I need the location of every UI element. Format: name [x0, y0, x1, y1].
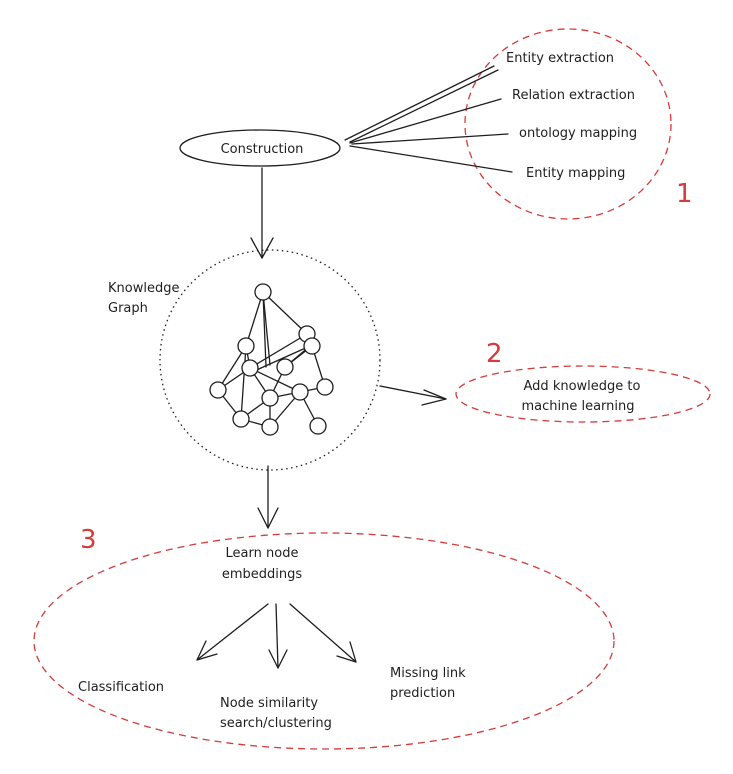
group3-similarity-line1: Node similarity	[220, 696, 318, 711]
arrow-graph-to-group2-head	[421, 389, 447, 406]
knowledge-graph-label-line2: Graph	[108, 301, 148, 316]
group1-item-relation-extraction: Relation extraction	[512, 88, 635, 103]
group3-center-line1: Learn node	[226, 546, 299, 561]
group2-number: 2	[486, 339, 503, 369]
group1-number: 1	[676, 179, 693, 209]
group3-missing-line1: Missing link	[390, 666, 466, 681]
graph-node	[309, 417, 327, 435]
group3-similarity-line2: search/clustering	[220, 716, 332, 731]
group3-number: 3	[80, 525, 97, 555]
knowledge-graph-nodes	[209, 283, 334, 436]
fan-line-entity-extraction	[344, 65, 495, 141]
fan-line-entity-mapping	[349, 145, 513, 173]
graph-node	[276, 358, 294, 376]
group1-item-entity-extraction: Entity extraction	[506, 51, 614, 66]
knowledge-graph-label-line1: Knowledge	[108, 281, 179, 296]
group2-dashed-ellipse	[455, 365, 711, 423]
group1-item-ontology-mapping: ontology mapping	[519, 126, 637, 141]
graph-node	[209, 381, 227, 399]
group3-missing-line2: prediction	[390, 686, 455, 701]
group2-text-line1: Add knowledge to	[524, 379, 641, 394]
arrow-graph-to-group3-head	[257, 507, 279, 529]
graph-node	[291, 383, 309, 401]
arrow-construction-to-graph-head	[250, 237, 274, 259]
graph-node	[303, 337, 321, 355]
arrow-to-missing-link	[289, 603, 357, 663]
arrow-to-classification	[196, 603, 269, 661]
construction-node	[179, 129, 341, 167]
graph-node	[232, 410, 250, 428]
group2-text-line2: machine learning	[521, 399, 634, 414]
group3-dashed-ellipse	[33, 532, 615, 750]
group1-dashed-circle	[464, 28, 672, 220]
knowledge-graph-edges	[217, 291, 326, 428]
graph-node	[254, 283, 272, 301]
graph-node	[261, 389, 279, 407]
group3-center-line2: embeddings	[222, 567, 303, 582]
arrow-to-missing-link-head	[336, 641, 357, 663]
graph-node	[316, 378, 334, 396]
fan-line-relation-extraction	[349, 98, 502, 144]
graph-node	[237, 337, 255, 355]
fan-line-entity-extraction-2	[349, 69, 499, 143]
group3-classification: Classification	[78, 680, 164, 695]
group1-item-entity-mapping: Entity mapping	[526, 166, 625, 181]
arrow-to-classification-head	[196, 640, 218, 661]
knowledge-graph-dotted-circle	[159, 249, 381, 471]
arrow-to-similarity	[275, 603, 279, 669]
arrow-graph-to-group2	[379, 385, 447, 400]
arrow-to-similarity-head	[268, 649, 288, 669]
fan-line-ontology-mapping	[351, 133, 509, 145]
graph-node	[241, 359, 259, 377]
construction-label: Construction	[221, 142, 304, 157]
graph-node	[261, 418, 279, 436]
